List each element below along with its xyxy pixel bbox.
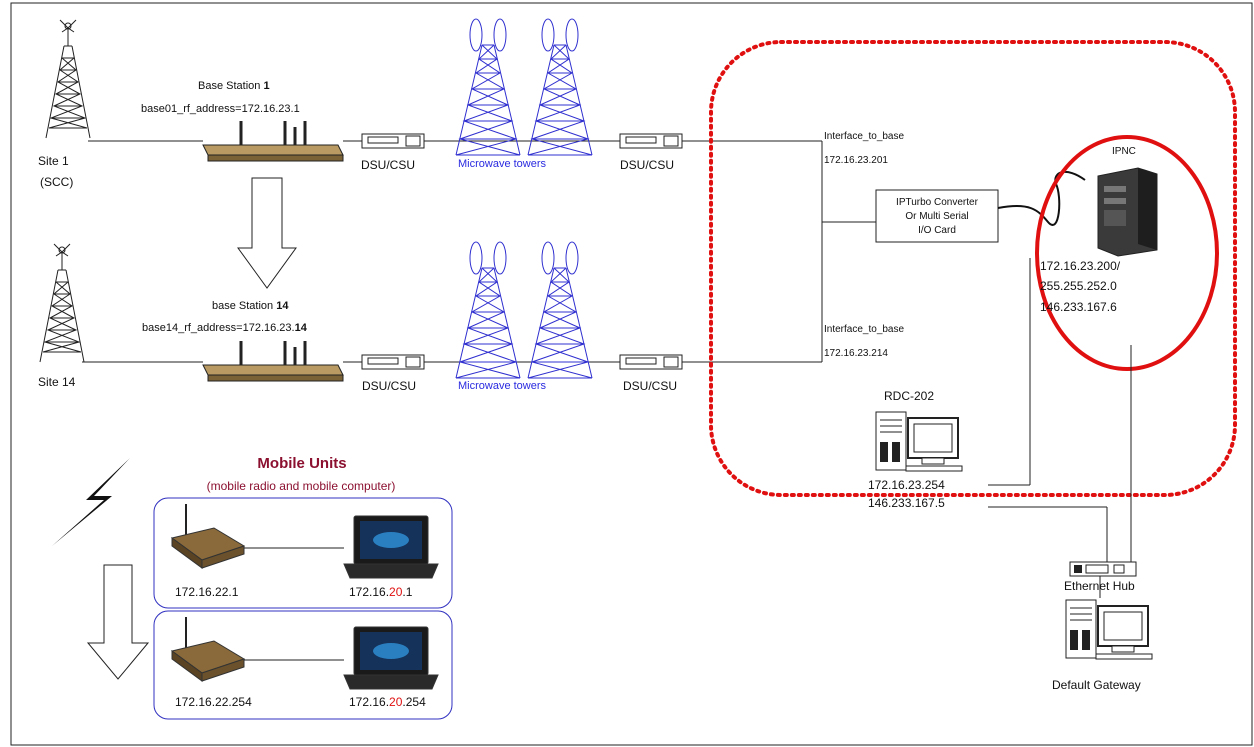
site14-name: Site 14 (38, 375, 76, 389)
default-gateway-label: Default Gateway (1052, 678, 1141, 692)
mobile-pc-1-ip: 172.16.20.1 (349, 585, 413, 599)
mobile-down-arrow-icon (86, 564, 150, 680)
microwave-tower-14b-icon (527, 241, 593, 379)
dsu-csu-14a-icon (361, 354, 425, 370)
converter-box (875, 189, 999, 243)
rdc-ip1: 172.16.23.254 (868, 478, 945, 492)
mobile-pc-2-ip: 172.16.20.254 (349, 695, 426, 709)
mobile-laptop-2-icon (343, 626, 439, 690)
converter-line2: Or Multi Serial (905, 211, 968, 222)
site1-radio-tower-icon (45, 19, 91, 139)
microwave-tower-1b-icon (527, 18, 593, 156)
rdc-ip2: 146.233.167.5 (868, 496, 945, 510)
microwave-tower-14a-icon (455, 241, 521, 379)
ipnc-ip2: 255.255.252.0 (1040, 279, 1117, 293)
ipnc-ip3: 146.233.167.6 (1040, 300, 1117, 314)
ethernet-hub-icon (1069, 561, 1137, 577)
base-station-14-title: base Station 14 (212, 300, 289, 312)
default-gateway-computer-icon (1065, 599, 1153, 660)
interface1-ip: 172.16.23.201 (824, 155, 888, 166)
interface2-ip: 172.16.23.214 (824, 348, 888, 359)
site1-name: Site 1 (38, 154, 69, 168)
base-station-1-address: base01_rf_address=172.16.23.1 (141, 103, 300, 115)
rdc-computer-icon (875, 411, 963, 472)
microwave-label-1: Microwave towers (458, 158, 547, 170)
dsu-csu-14b-icon (619, 354, 683, 370)
interface1-name: Interface_to_base (824, 131, 904, 142)
converter-line1: IPTurbo Converter (896, 197, 979, 208)
dsu-label-1b: DSU/CSU (620, 158, 674, 172)
site14-radio-tower-icon (39, 243, 85, 363)
base-station-14-address: base14_rf_address=172.16.23.14 (142, 322, 308, 334)
mobile-radio-2-ip: 172.16.22.254 (175, 695, 252, 709)
ipnc-ip1: 172.16.23.200/ (1040, 259, 1121, 273)
mobile-units-subtitle: (mobile radio and mobile computer) (207, 479, 396, 493)
diagram-frame (10, 2, 1253, 746)
base-station-1-title: Base Station 1 (198, 80, 270, 92)
dsu-label-14a: DSU/CSU (362, 379, 416, 393)
microwave-label-14: Microwave towers (458, 380, 547, 392)
site1-sub: (SCC) (40, 175, 73, 189)
ipnc-highlight-circle (1035, 135, 1219, 371)
rdc-title: RDC-202 (884, 389, 934, 403)
down-arrow-icon (237, 177, 297, 289)
converter-line3: I/O Card (918, 225, 956, 236)
dsu-csu-1b-icon (619, 133, 683, 149)
microwave-tower-1a-icon (455, 18, 521, 156)
interface2-name: Interface_to_base (824, 324, 904, 335)
dsu-label-1a: DSU/CSU (361, 158, 415, 172)
mobile-units-title: Mobile Units (257, 455, 346, 472)
dsu-csu-1a-icon (361, 133, 425, 149)
base-station-1-icon (201, 119, 345, 163)
mobile-radio-1-ip: 172.16.22.1 (175, 585, 239, 599)
base-station-14-icon (201, 339, 345, 383)
ipnc-server-icon (1097, 167, 1158, 257)
wireless-link-icon (52, 458, 130, 546)
dsu-label-14b: DSU/CSU (623, 379, 677, 393)
ipnc-group-boundary (709, 40, 1237, 497)
mobile-laptop-1-icon (343, 515, 439, 579)
ipnc-title: IPNC (1112, 146, 1136, 157)
